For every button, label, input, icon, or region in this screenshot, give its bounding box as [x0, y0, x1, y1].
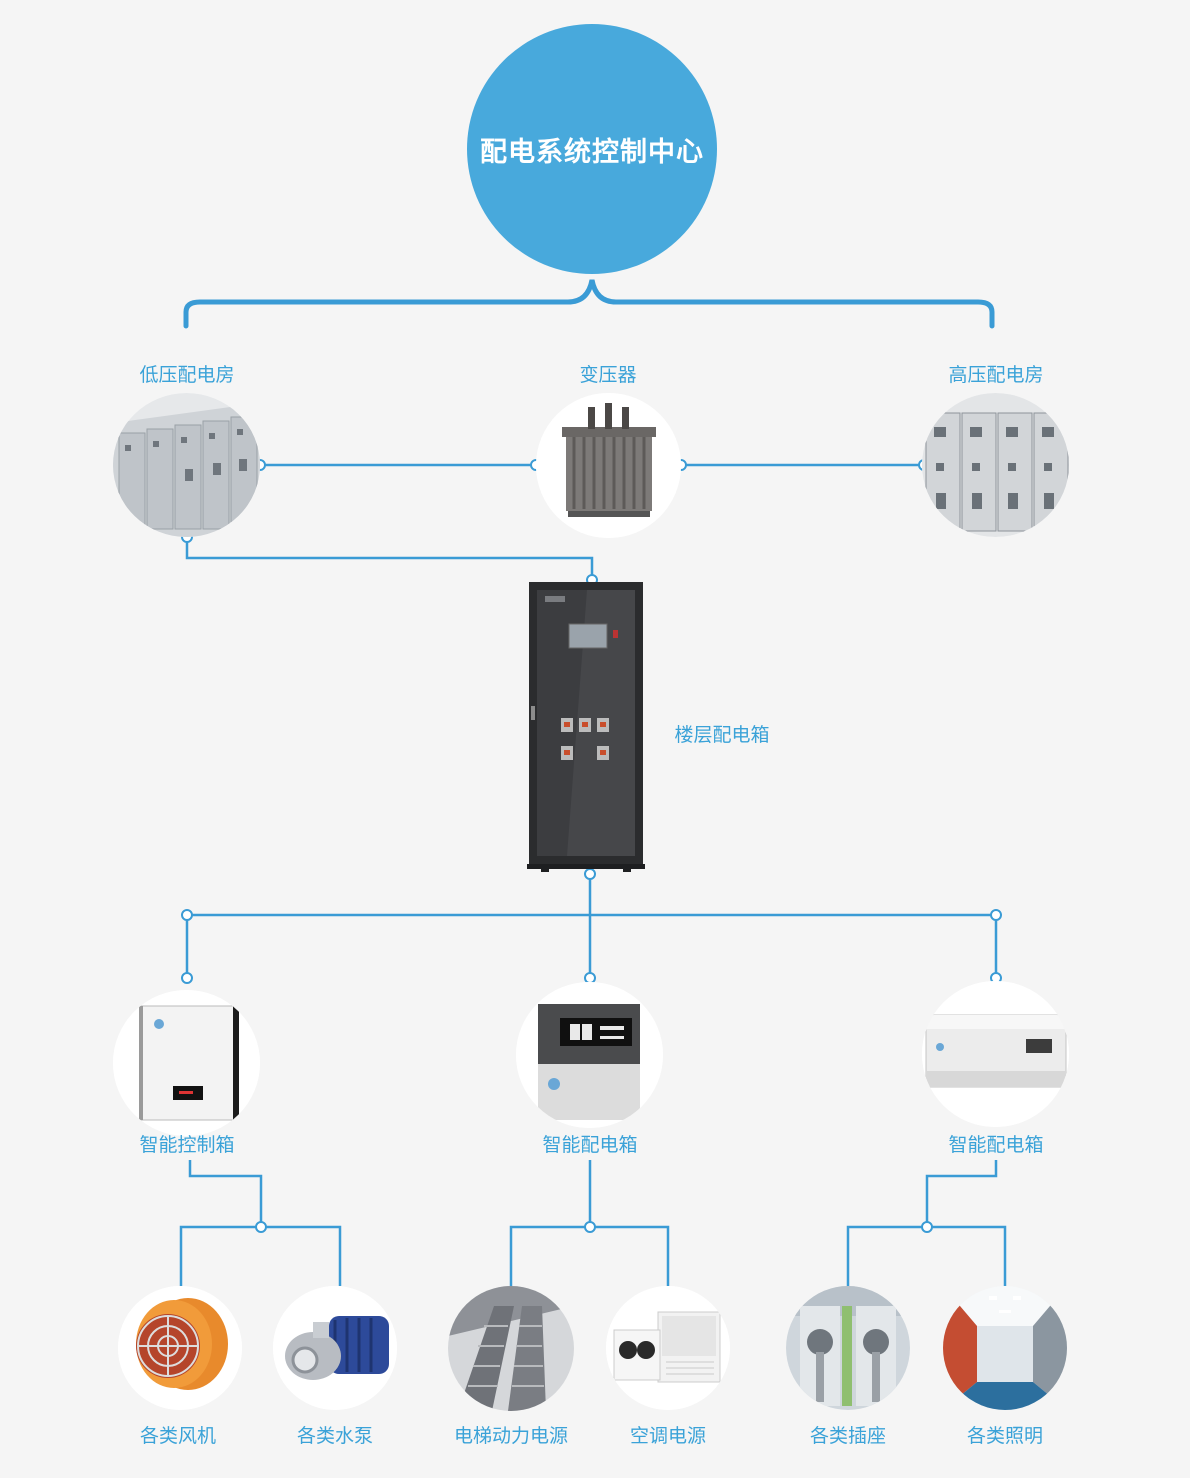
load-label-lighting: 各类照明 — [966, 1425, 1044, 1447]
smart-control-box-image — [113, 990, 260, 1136]
control-center-title: 配电系统控制中心 — [480, 136, 704, 168]
smart-distribution-box-middle-label: 智能配电箱 — [542, 1134, 638, 1156]
load-label-pumps: 各类水泵 — [296, 1425, 374, 1447]
control-center-node: 配电系统控制中心 — [467, 24, 717, 274]
fan-image — [118, 1286, 242, 1410]
high-voltage-room-label: 高压配电房 — [948, 364, 1044, 386]
water-pump-image — [273, 1286, 397, 1410]
floor-distribution-cabinet-image — [527, 582, 645, 872]
load-label-ac-power: 空调电源 — [629, 1425, 707, 1447]
low-voltage-room-image — [113, 393, 260, 537]
air-conditioner-image — [606, 1286, 730, 1410]
smart-distribution-box-right-label: 智能配电箱 — [948, 1134, 1044, 1156]
load-label-sockets: 各类插座 — [809, 1425, 887, 1447]
socket-image — [786, 1286, 910, 1410]
load-label-fans: 各类风机 — [139, 1425, 217, 1447]
high-voltage-room-image — [922, 393, 1069, 537]
smart-distribution-box-middle-image — [516, 982, 663, 1128]
low-voltage-room-label: 低压配电房 — [139, 364, 235, 386]
brace — [183, 279, 995, 329]
load-label-elevator-power: 电梯动力电源 — [453, 1425, 569, 1447]
smart-distribution-box-right-image — [922, 981, 1069, 1127]
escalator-image — [448, 1286, 574, 1411]
transformer-label: 变压器 — [579, 364, 637, 386]
floor-distribution-box-label: 楼层配电箱 — [674, 724, 770, 746]
smart-control-box-label: 智能控制箱 — [139, 1134, 235, 1156]
lighting-image — [943, 1286, 1067, 1410]
transformer-image — [536, 393, 681, 538]
